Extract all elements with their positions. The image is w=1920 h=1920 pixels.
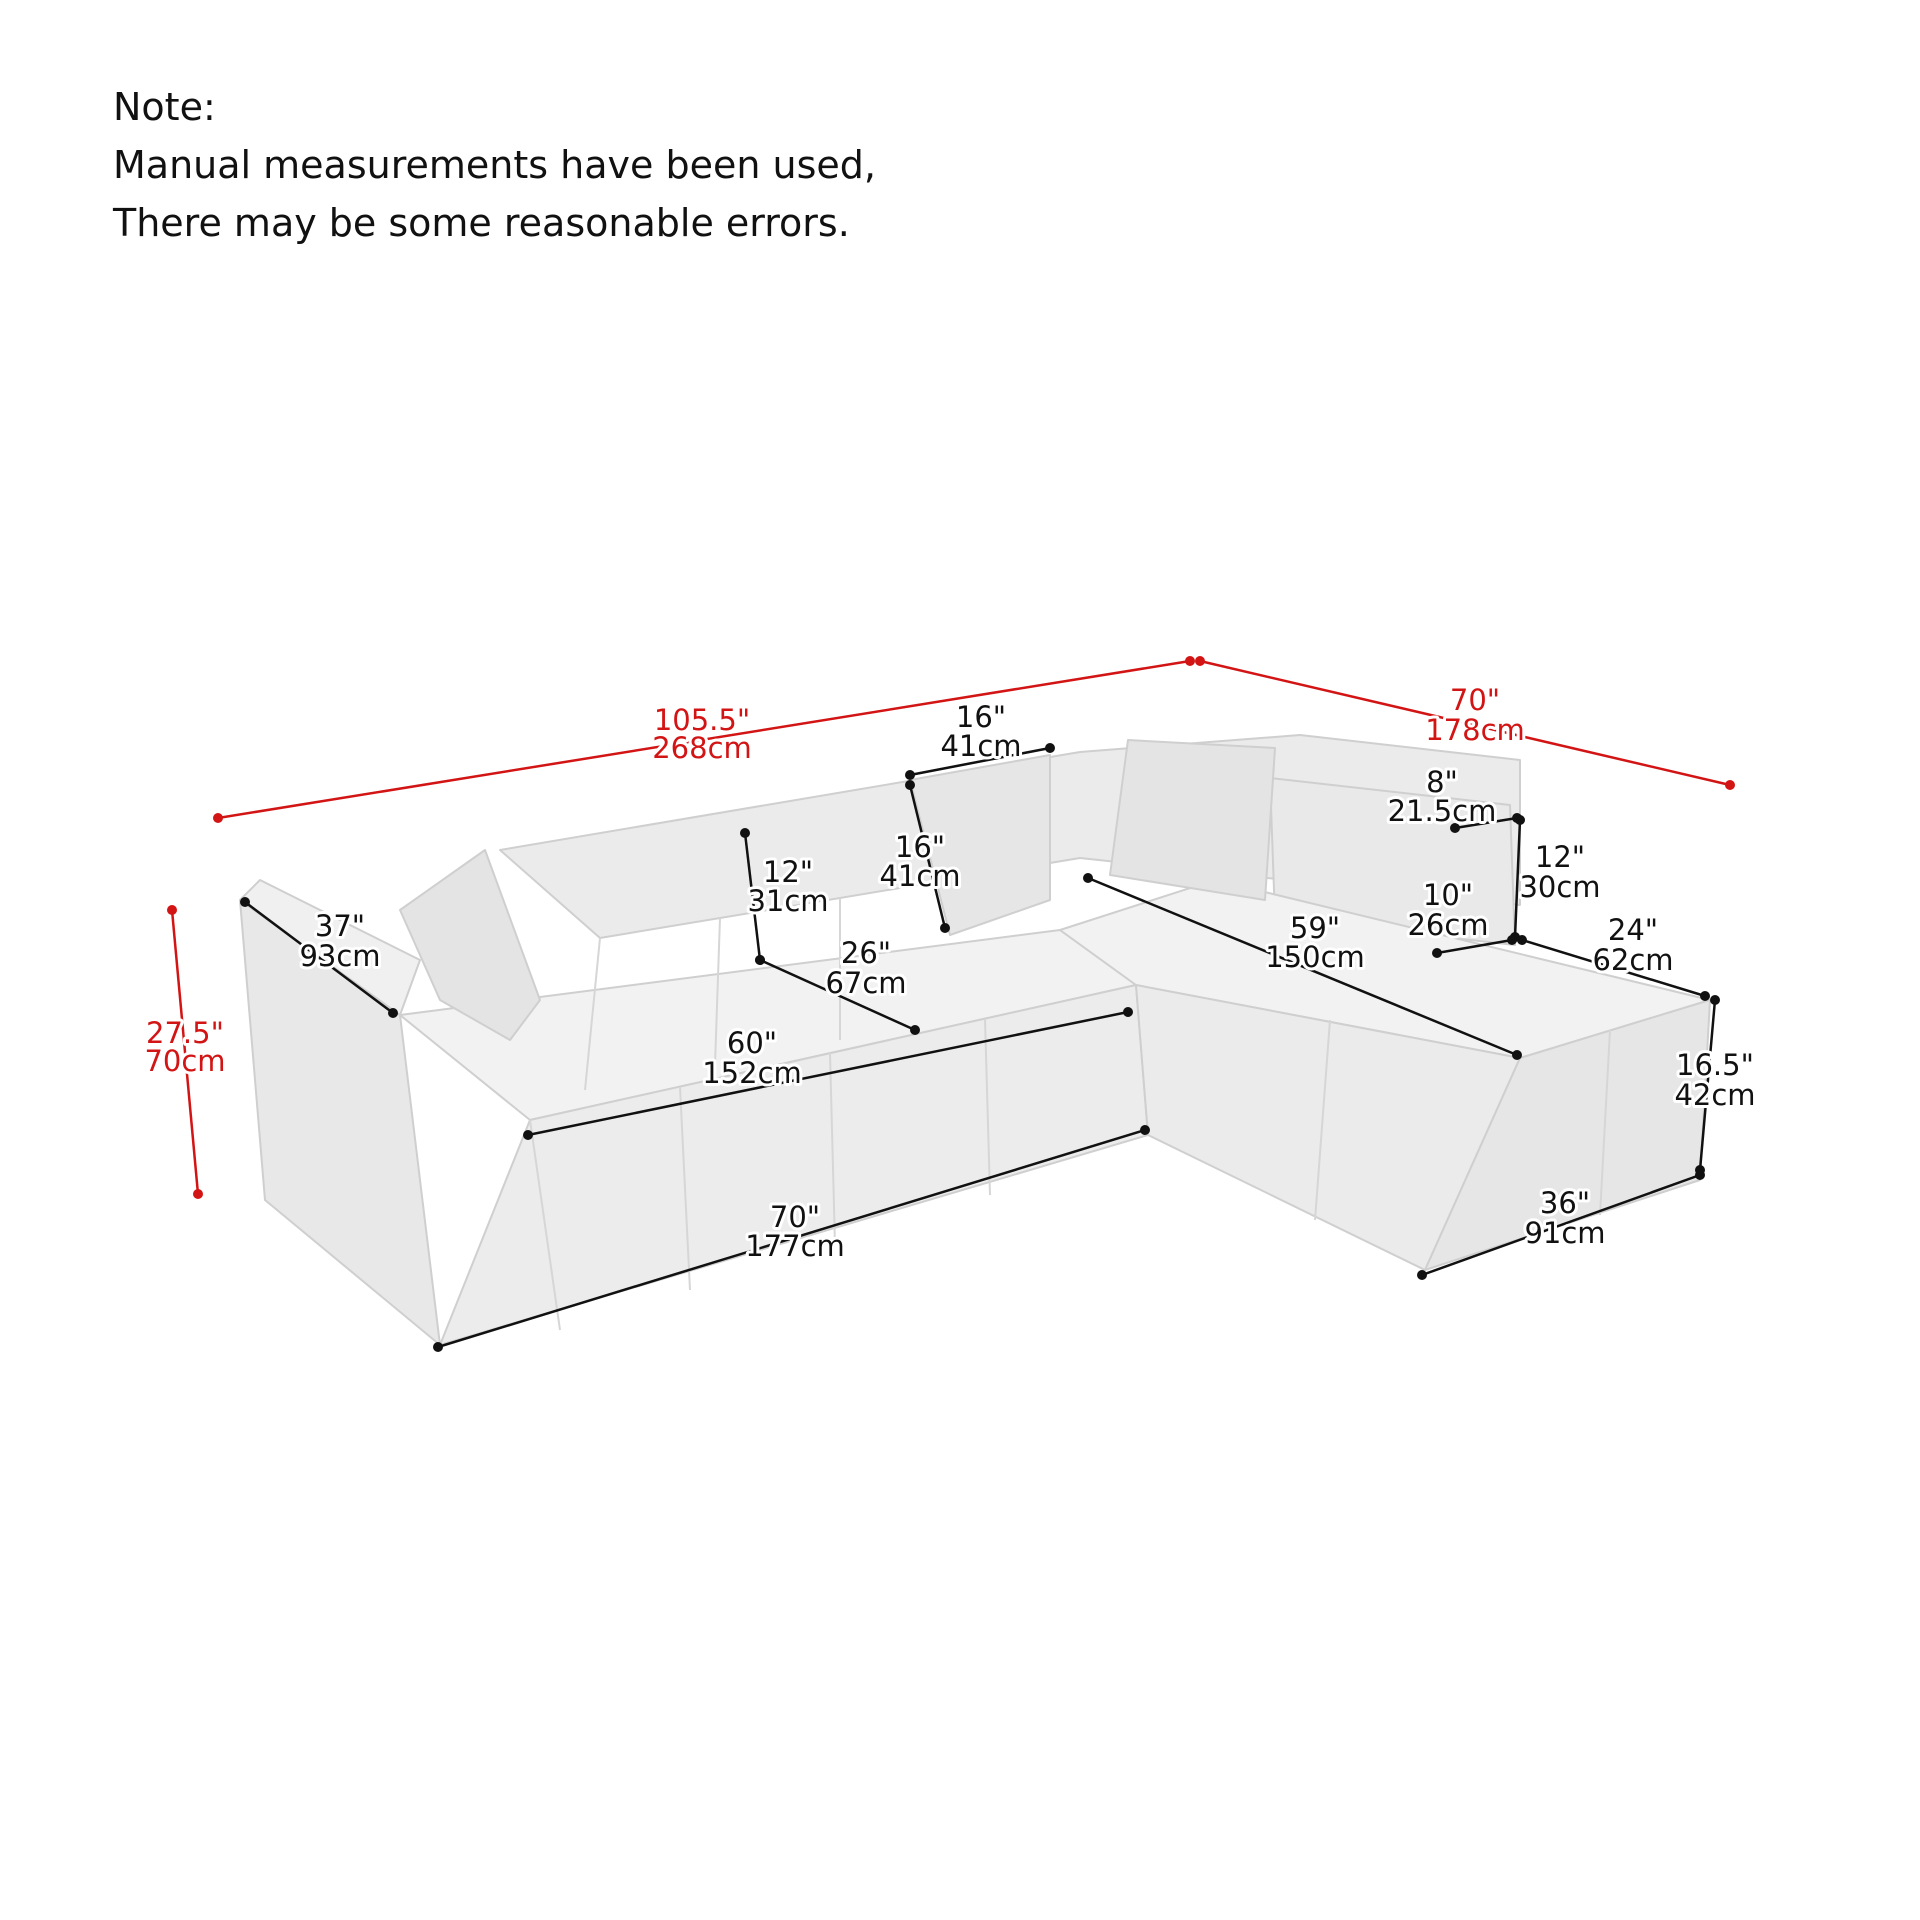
detail-dimension-lines — [240, 743, 1720, 1352]
total-length-endpoint-2 — [1185, 656, 1195, 666]
seat-width-line — [527, 1010, 1129, 1137]
chaise-seat-length-endpoint-1 — [1083, 873, 1093, 883]
total-length-cm: 268cm — [652, 731, 752, 765]
total-depth-chaise-endpoint-2 — [1725, 780, 1735, 790]
arm-inner-cm: 26cm — [1407, 908, 1488, 942]
pillow-width-endpoint-2 — [1045, 743, 1055, 753]
chaise-seat-length-cm: 150cm — [1265, 940, 1365, 974]
chaise-seat-width-cm: 62cm — [1592, 943, 1673, 977]
total-height-endpoint-1 — [167, 905, 177, 915]
sofa-pillow-right — [1109, 739, 1276, 901]
seat-width-cm: 152cm — [702, 1056, 802, 1090]
total-length-endpoint-1 — [213, 813, 223, 823]
seat-depth-line — [759, 958, 916, 1032]
back-height-endpoint-1 — [740, 828, 750, 838]
pillow-height-inch: 16" — [895, 830, 945, 864]
note-line-2: There may be some reasonable errors. — [113, 201, 850, 245]
chaise-seat-length-inch: 59" — [1290, 911, 1340, 945]
chaise-seat-width-inch: 24" — [1608, 913, 1658, 947]
total-length-line — [217, 659, 1191, 820]
back-height-inch: 12" — [763, 855, 813, 889]
arm-height-cm: 30cm — [1519, 870, 1600, 904]
arm-inner-line — [1436, 938, 1513, 955]
arm-width-cm: 21.5cm — [1388, 794, 1497, 828]
chaise-seat-length-endpoint-2 — [1512, 1050, 1522, 1060]
sofa-illustration — [239, 734, 1711, 1346]
base-length-cm: 177cm — [745, 1229, 845, 1263]
base-length-inch: 70" — [770, 1200, 820, 1234]
total-depth-inch: 70" — [1450, 683, 1500, 717]
base-length-endpoint-1 — [433, 1342, 443, 1352]
chaise-width-endpoint-1 — [1417, 1270, 1427, 1280]
note-heading: Note: — [113, 85, 216, 129]
pillow-width-line — [909, 746, 1051, 777]
base-length-line — [437, 1128, 1146, 1349]
seat-height-line — [1698, 999, 1717, 1171]
seat-height-cm: 42cm — [1674, 1078, 1755, 1112]
seat-width-inch: 60" — [727, 1026, 777, 1060]
chaise-seat-width-endpoint-1 — [1517, 935, 1527, 945]
chaise-width-endpoint-2 — [1695, 1170, 1705, 1180]
total-depth-cm: 178cm — [1425, 713, 1525, 747]
back-height-line — [743, 832, 762, 961]
total-height-inch: 27.5" — [146, 1016, 224, 1050]
arm-depth-inch: 37" — [315, 909, 365, 943]
total-height-line — [170, 909, 200, 1195]
chaise-width-line — [1421, 1173, 1701, 1277]
pillow-width-inch: 16" — [956, 700, 1006, 734]
sofa-right-arm — [1269, 777, 1516, 946]
seat-depth-endpoint-2 — [910, 1025, 920, 1035]
arm-height-endpoint-1 — [1515, 815, 1525, 825]
pillow-height-line — [908, 784, 947, 929]
arm-depth-endpoint-1 — [240, 897, 250, 907]
arm-height-inch: 12" — [1535, 840, 1585, 874]
seat-width-endpoint-1 — [523, 1130, 533, 1140]
total-depth-chaise-endpoint-1 — [1195, 656, 1205, 666]
arm-inner-endpoint-1 — [1432, 948, 1442, 958]
chaise-seat-width-endpoint-2 — [1700, 991, 1710, 1001]
pillow-height-cm: 41cm — [879, 859, 960, 893]
overall-dimension-lines — [167, 656, 1735, 1199]
seat-depth-endpoint-1 — [755, 955, 765, 965]
chaise-seat-length-line — [1087, 876, 1518, 1057]
arm-width-inch: 8" — [1426, 765, 1458, 799]
chaise-width-inch: 36" — [1540, 1186, 1590, 1220]
sofa-pillow-left — [399, 849, 541, 1041]
total-height-endpoint-2 — [193, 1189, 203, 1199]
arm-width-line — [1454, 816, 1518, 830]
arm-inner-endpoint-2 — [1507, 935, 1517, 945]
seat-height-inch: 16.5" — [1676, 1048, 1754, 1082]
arm-depth-cm: 93cm — [299, 939, 380, 973]
arm-depth-line — [244, 901, 394, 1014]
back-height-cm: 31cm — [747, 884, 828, 918]
note-line-1: Manual measurements have been used, — [113, 143, 876, 187]
total-length-inch: 105.5" — [654, 703, 750, 737]
sofa-seams — [529, 898, 1611, 1331]
seat-height-endpoint-1 — [1710, 995, 1720, 1005]
seat-depth-cm: 67cm — [825, 966, 906, 1000]
total-depth-chaise-line — [1199, 659, 1731, 787]
total-height-cm: 70cm — [144, 1044, 225, 1078]
base-length-endpoint-2 — [1140, 1125, 1150, 1135]
seat-depth-inch: 26" — [841, 936, 891, 970]
pillow-width-cm: 41cm — [940, 729, 1021, 763]
sofa-pillow-middle — [909, 754, 1051, 936]
arm-inner-inch: 10" — [1423, 878, 1473, 912]
seat-width-endpoint-2 — [1123, 1007, 1133, 1017]
pillow-width-endpoint-1 — [905, 770, 915, 780]
arm-height-line — [1513, 819, 1522, 938]
arm-width-endpoint-1 — [1450, 823, 1460, 833]
chaise-seat-width-line — [1521, 938, 1706, 998]
note-text-block: Note: Manual measurements have been used… — [113, 78, 876, 252]
pillow-height-endpoint-2 — [940, 923, 950, 933]
chaise-width-cm: 91cm — [1524, 1216, 1605, 1250]
arm-depth-endpoint-2 — [388, 1008, 398, 1018]
pillow-height-endpoint-1 — [905, 780, 915, 790]
